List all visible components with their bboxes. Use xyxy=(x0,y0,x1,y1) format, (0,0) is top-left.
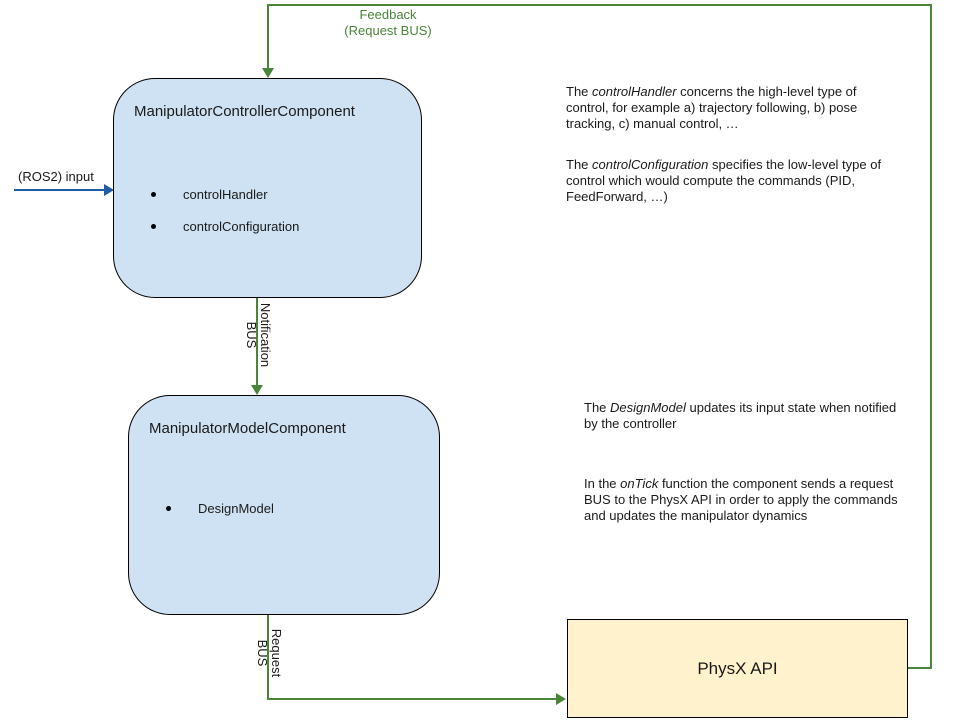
controller-title: ManipulatorControllerComponent xyxy=(134,103,355,120)
notification-bus-label-line1: Notification xyxy=(258,302,273,368)
request-bus-label: Request BUS xyxy=(253,623,284,683)
controller-bullet-label: controlHandler xyxy=(183,186,268,202)
note-control-configuration: The controlConfiguration specifies the l… xyxy=(566,157,882,204)
physx-api-box: PhysX API xyxy=(567,619,908,718)
request-arrowhead-icon xyxy=(556,693,566,705)
model-bullet-label: DesignModel xyxy=(198,500,274,516)
notification-bus-label: Notification BUS xyxy=(242,295,273,375)
feedback-label: Feedback (Request BUS) xyxy=(288,7,488,39)
request-bus-label-line2: BUS xyxy=(255,639,270,667)
physx-title: PhysX API xyxy=(697,658,778,678)
feedback-label-line2: (Request BUS) xyxy=(344,23,432,38)
controller-bullet-label: controlConfiguration xyxy=(183,218,300,234)
feedback-edge-top xyxy=(267,4,932,6)
controller-bullet-controlhandler: controlHandler xyxy=(151,186,268,202)
feedback-edge-connector xyxy=(907,667,932,669)
manipulator-model-box: ManipulatorModelComponent DesignModel xyxy=(128,395,440,615)
feedback-edge-right xyxy=(930,4,932,669)
note-control-handler: The controlHandler concerns the high-lev… xyxy=(566,84,858,131)
notification-arrowhead-icon xyxy=(251,385,263,395)
notification-bus-label-line2: BUS xyxy=(244,321,259,349)
model-title: ManipulatorModelComponent xyxy=(149,420,346,437)
controller-bullet-controlconfiguration: controlConfiguration xyxy=(151,218,299,234)
manipulator-controller-box: ManipulatorControllerComponent controlHa… xyxy=(113,78,422,298)
feedback-edge-drop xyxy=(267,4,269,69)
bullet-icon xyxy=(151,191,156,197)
bullet-icon xyxy=(151,223,156,229)
request-bus-label-line1: Request xyxy=(269,628,284,678)
model-bullet-designmodel: DesignModel xyxy=(166,500,274,516)
feedback-arrowhead-icon xyxy=(262,68,274,78)
note-on-tick: In the onTick function the component sen… xyxy=(584,476,898,523)
feedback-label-line1: Feedback xyxy=(359,7,417,22)
bullet-icon xyxy=(166,505,171,511)
request-edge-vertical xyxy=(267,615,269,700)
ros2-arrowhead-icon xyxy=(104,184,114,196)
notification-edge xyxy=(256,298,258,386)
ros2-input-edge xyxy=(14,189,106,191)
request-edge-horizontal xyxy=(267,698,558,700)
note-design-model: The DesignModel updates its input state … xyxy=(584,400,897,431)
ros2-input-label: (ROS2) input xyxy=(18,169,94,184)
